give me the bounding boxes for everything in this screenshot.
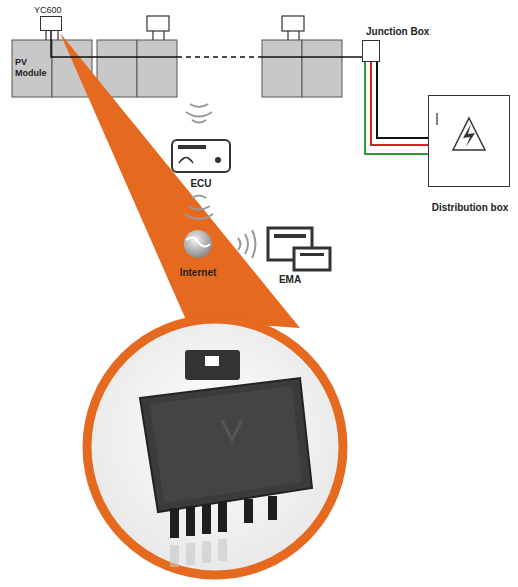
callout-circle [87,319,343,575]
node-label: Internet [170,267,226,278]
node-label: Junction Box [366,26,429,37]
wire-segment [51,31,177,57]
globe-icon [184,230,212,258]
node-label: PV Module [15,57,53,79]
wire-segment [377,62,428,138]
trunk-cable [51,31,362,57]
pv-module: PV Module [12,40,92,97]
internet-cloud: Internet [170,228,226,278]
callout-leader [60,33,300,328]
microinverter-box: YC600 [40,16,62,31]
node-label: EMA [264,274,316,285]
node-label: YC600 [34,5,62,16]
microinverter-symbols [46,16,304,40]
wire-segment [177,56,262,58]
ema-platform: EMA [264,226,332,286]
junction-box: Junction Box [362,40,380,62]
wire-segment [262,56,362,58]
distribution-box: Distribution box [428,95,510,187]
ecu-icon [172,140,230,172]
monitor-icon [268,228,330,270]
node-label: Distribution box [421,202,518,213]
microinverter-photo [140,350,312,567]
wire-segment [371,62,428,145]
node-label: ECU [168,178,234,189]
distribution-symbol [437,113,485,150]
wire-segment [365,62,428,154]
pv-panels [12,40,342,97]
ac-cable [365,62,428,154]
ecu-unit: ECU [168,138,234,190]
